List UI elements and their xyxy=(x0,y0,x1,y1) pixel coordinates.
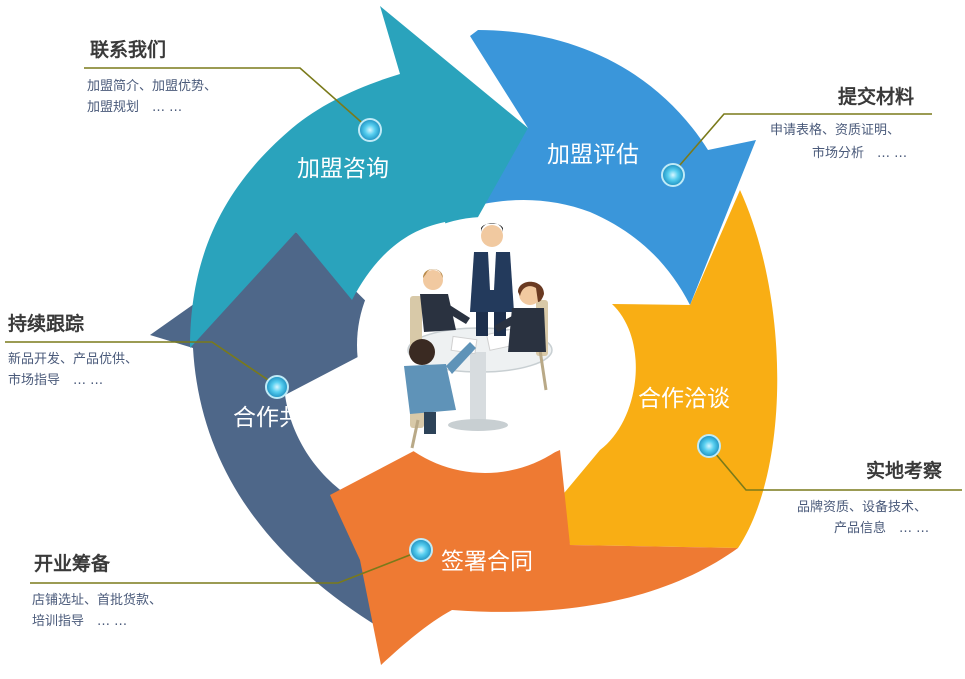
segment-label-negotiation: 合作洽谈 xyxy=(638,386,730,412)
segment-contract-arrow xyxy=(330,432,738,665)
segment-label-evaluation: 加盟评估 xyxy=(547,142,639,168)
connector-dots xyxy=(265,118,721,562)
leader-lines xyxy=(5,67,962,584)
segment-label-contract: 签署合同 xyxy=(441,549,533,575)
callout-line2-tracking: 市场指导 … … xyxy=(8,372,103,388)
cycle-ring xyxy=(150,6,778,665)
connector-dot-tracking xyxy=(265,375,289,399)
segment-evaluation-arrow xyxy=(455,30,756,305)
leader-line-opening xyxy=(30,550,421,584)
callout-heading-opening: 开业筹备 xyxy=(34,552,111,575)
callout-line1-tracking: 新品开发、产品优供、 xyxy=(8,351,138,367)
callout-submit: 提交材料 申请表格、资质证明、 市场分析 … … xyxy=(770,85,914,161)
connector-dot-inspection xyxy=(697,434,721,458)
callout-heading-tracking: 持续跟踪 xyxy=(8,312,84,335)
callout-line2-opening: 培训指导 … … xyxy=(32,613,127,629)
callout-tracking: 持续跟踪 新品开发、产品优供、 市场指导 … … xyxy=(8,312,138,388)
callout-line1-contact: 加盟简介、加盟优势、 xyxy=(87,78,217,94)
leader-line-inspection xyxy=(708,445,962,491)
callout-opening: 开业筹备 店铺选址、首批货款、 培训指导 … … xyxy=(32,552,162,629)
callout-heading-submit: 提交材料 xyxy=(838,85,914,108)
connector-dot-submit xyxy=(661,163,685,187)
callout-contact: 联系我们 加盟简介、加盟优势、 加盟规划 … … xyxy=(87,38,217,115)
connector-dot-contact xyxy=(358,118,382,142)
segment-win-win-arrow xyxy=(150,232,400,628)
callout-heading-inspection: 实地考察 xyxy=(866,459,943,482)
callout-line1-submit: 申请表格、资质证明、 xyxy=(770,122,900,138)
segment-consultation-arrow xyxy=(190,6,528,348)
callout-line2-contact: 加盟规划 … … xyxy=(87,100,182,115)
segment-label-win-win: 合作共赢 xyxy=(233,405,325,431)
leader-line-tracking xyxy=(5,341,278,387)
segment-negotiation-arrow xyxy=(560,190,778,548)
segment-label-consultation: 加盟咨询 xyxy=(297,156,389,182)
callout-inspection: 实地考察 品牌资质、设备技术、 产品信息 … … xyxy=(797,459,943,536)
connector-dot-opening xyxy=(409,538,433,562)
callout-line2-submit: 市场分析 … … xyxy=(812,145,907,161)
callout-line2-inspection: 产品信息 … … xyxy=(834,520,929,536)
callout-heading-contact: 联系我们 xyxy=(90,38,166,61)
business-meeting-illustration xyxy=(404,223,553,449)
callout-line1-opening: 店铺选址、首批货款、 xyxy=(32,592,162,608)
callout-line1-inspection: 品牌资质、设备技术、 xyxy=(797,499,927,515)
leader-line-submit xyxy=(672,113,932,174)
leader-line-contact xyxy=(84,67,369,129)
